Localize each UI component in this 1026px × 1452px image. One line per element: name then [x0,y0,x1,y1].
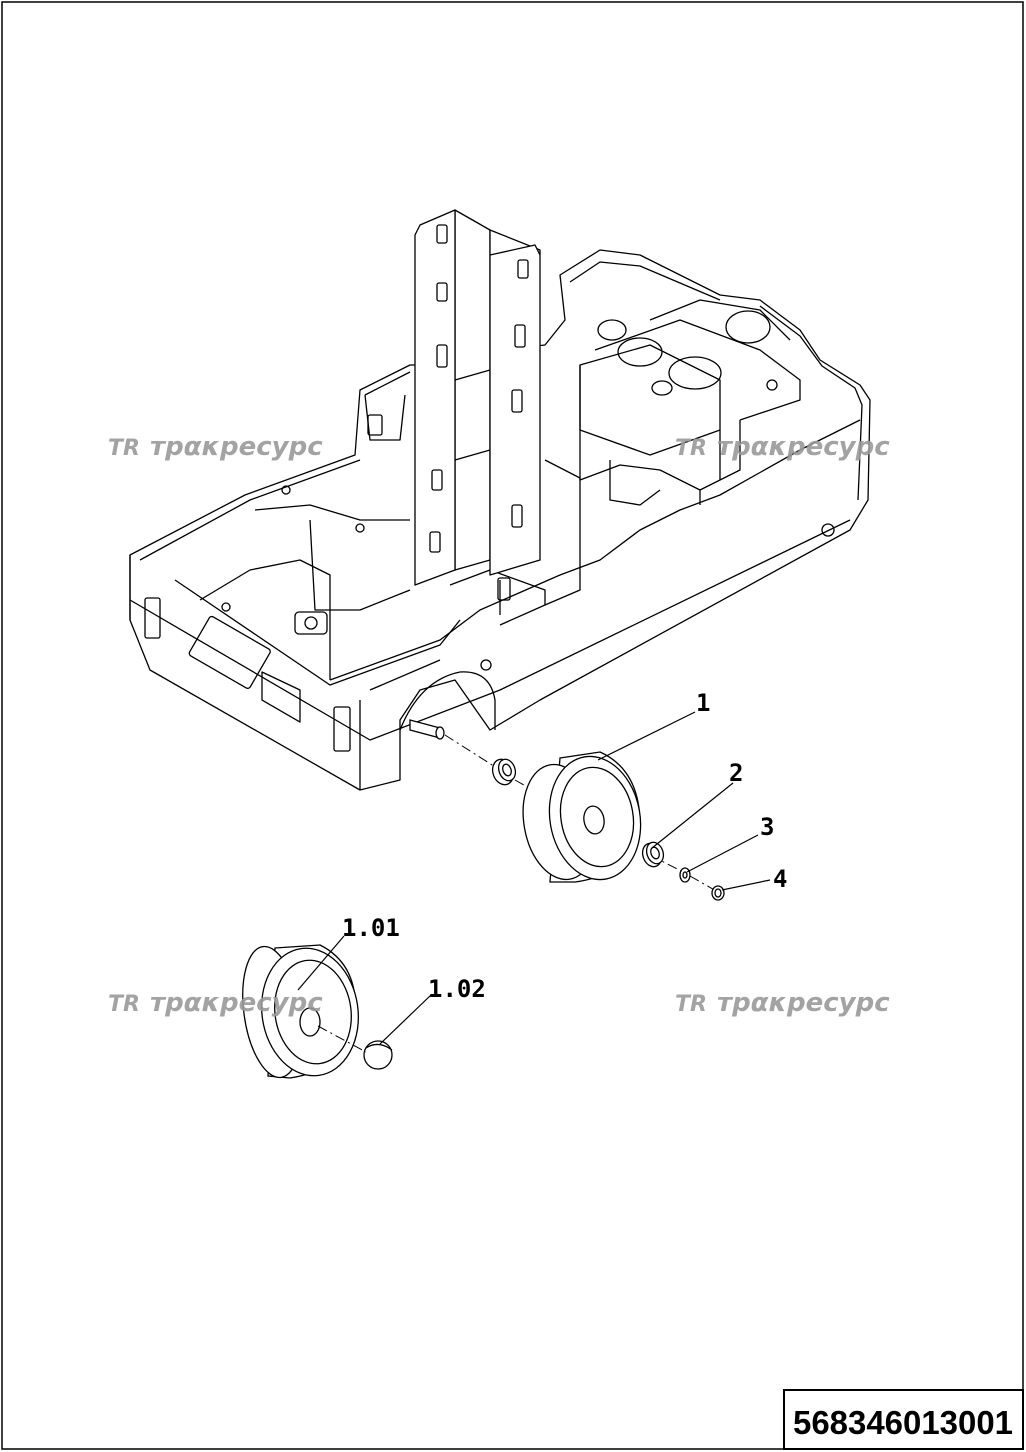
callout-part-2: 2 [729,759,743,787]
watermark-top-left: TR трακресурс [108,432,323,462]
chassis-frame [129,249,871,791]
callout-part-1-01: 1.01 [342,914,400,942]
bearing-inner [491,758,517,786]
document-number: 568346013001 [793,1404,1013,1441]
mast-uprights [414,209,541,586]
callout-part-1-02: 1.02 [428,975,486,1003]
plug-part-1-02 [363,1040,393,1070]
washer-part-3 [679,867,691,883]
watermark-top-right: TR трακресурс [675,432,890,462]
watermark-bottom-right: TR трακресурс [675,988,890,1018]
callout-part-3: 3 [760,813,774,841]
watermark-logo: TR [675,436,707,461]
watermark-logo: TR [108,992,140,1017]
watermark-text: трακресурс [150,988,323,1018]
wheel-part-1-01 [242,944,360,1079]
nut-part-4 [711,885,725,901]
callout-part-1: 1 [696,689,710,717]
bearing-part-2 [641,841,665,868]
callout-part-4: 4 [773,865,787,893]
leader-lines [297,711,771,1045]
wheel-part-1 [522,751,642,883]
watermark-text: трακресурс [717,988,890,1018]
watermark-logo: TR [675,992,707,1017]
axle-stub [409,719,445,740]
watermark-text: трακресурс [150,432,323,462]
watermark-logo: TR [108,436,140,461]
watermark-bottom-left: TR трακресурс [108,988,323,1018]
document-number-box [783,1389,1024,1450]
watermark-text: трακресурс [717,432,890,462]
plug-centerline [317,1025,367,1053]
